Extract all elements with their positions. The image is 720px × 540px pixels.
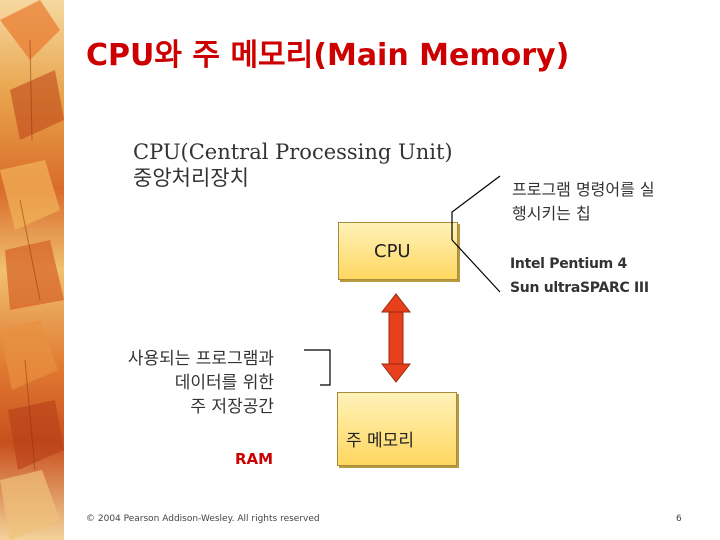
memory-description-line3: 주 저장공간	[190, 397, 274, 417]
cpu-examples: Intel Pentium 4 Sun ultraSPARC III	[510, 252, 649, 300]
cpu-description-callout	[451, 175, 501, 240]
copyright-footer: © 2004 Pearson Addison-Wesley. All right…	[86, 514, 320, 524]
memory-description: 사용되는 프로그램과 데이터를 위한 주 저장공간	[84, 347, 274, 419]
cpu-example-intel: Intel Pentium 4	[510, 256, 627, 272]
cpu-definition-korean: 중앙처리장치	[133, 166, 249, 190]
cpu-box-label: CPU	[374, 241, 411, 262]
ram-label: RAM	[235, 450, 274, 468]
slide-title: CPU와 주 메모리(Main Memory)	[86, 38, 570, 73]
autumn-leaf-border	[0, 0, 64, 540]
cpu-examples-callout	[451, 239, 501, 293]
memory-description-line2: 데이터를 위한	[174, 373, 274, 393]
cpu-box	[338, 222, 458, 280]
leaf-pattern-image	[0, 0, 64, 540]
cpu-example-sun: Sun ultraSPARC III	[510, 280, 649, 296]
cpu-memory-arrow	[380, 293, 412, 383]
main-memory-box	[337, 392, 457, 466]
cpu-description-line1: 프로그램 명령어를 실	[512, 180, 655, 199]
memory-description-line1: 사용되는 프로그램과	[127, 349, 274, 369]
cpu-definition-english: CPU(Central Processing Unit)	[133, 140, 453, 164]
page-number: 6	[676, 514, 682, 524]
cpu-definition: CPU(Central Processing Unit) 중앙처리장치	[133, 139, 453, 191]
memory-description-callout	[304, 349, 331, 386]
cpu-description: 프로그램 명령어를 실 행시키는 칩	[512, 178, 655, 226]
main-memory-label: 주 메모리	[346, 431, 414, 451]
cpu-description-line2: 행시키는 칩	[512, 204, 591, 223]
